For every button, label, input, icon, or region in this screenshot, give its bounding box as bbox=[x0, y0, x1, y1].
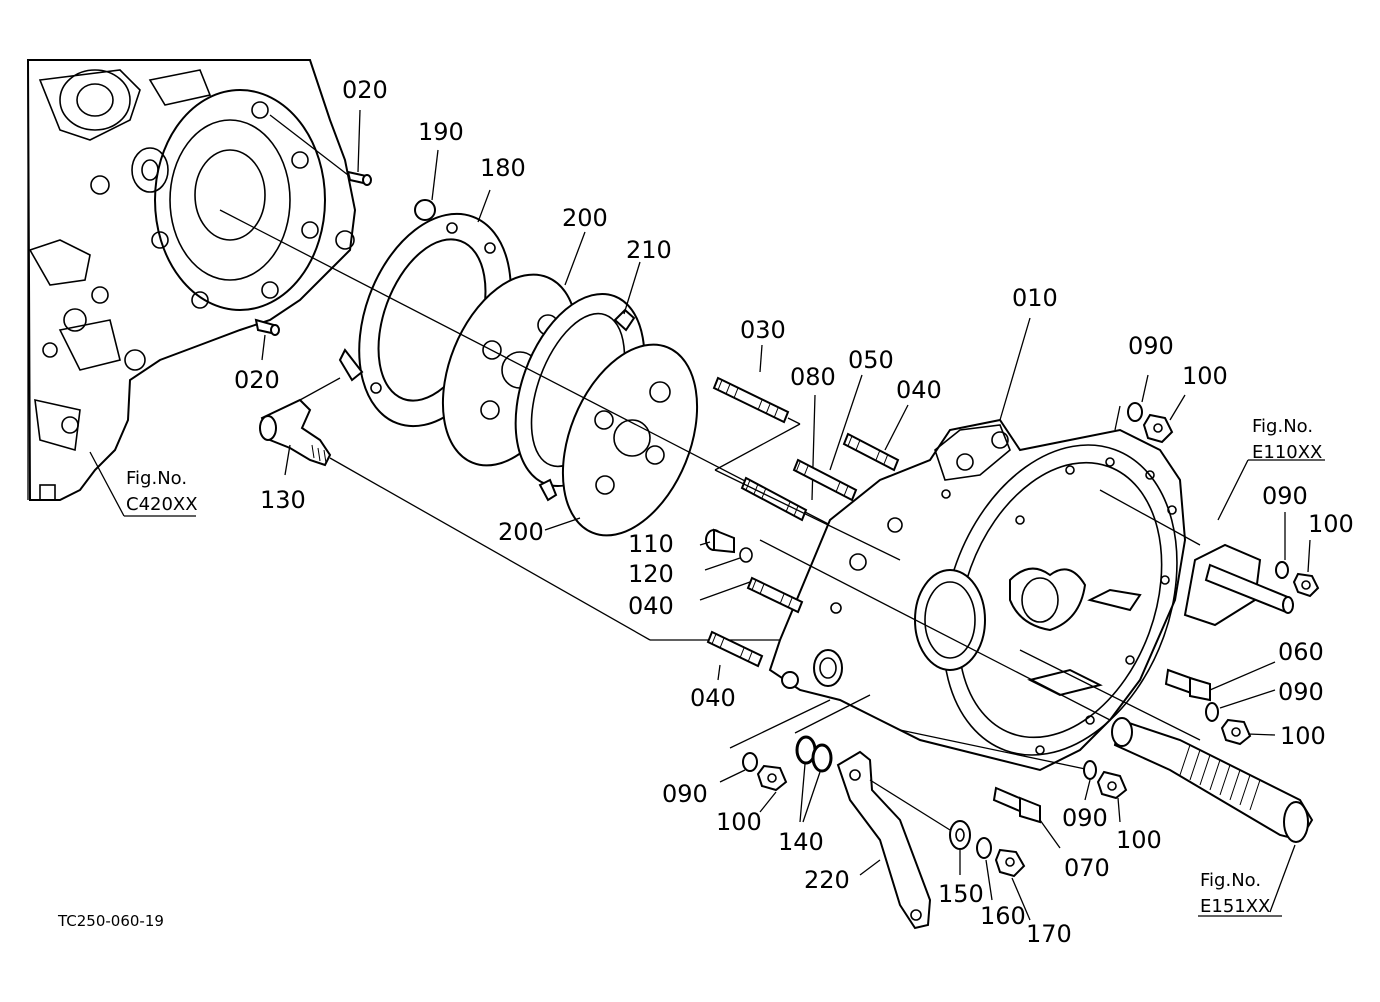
callout-100-left: 100 bbox=[716, 808, 762, 836]
fig-ref-e151-code: E151XX bbox=[1200, 896, 1270, 917]
pin-130 bbox=[259, 377, 780, 641]
fig-ref-e110-code: E110XX bbox=[1252, 442, 1322, 463]
engine-block bbox=[26, 59, 357, 501]
fig-ref-e151-title: Fig.No. bbox=[1200, 870, 1261, 891]
callout-090-right: 090 bbox=[1262, 482, 1308, 510]
drawing-code: TC250-060-19 bbox=[57, 912, 164, 930]
callout-090-top: 090 bbox=[1128, 332, 1174, 360]
shaft-e151 bbox=[1111, 717, 1314, 913]
callout-200-top: 200 bbox=[562, 204, 608, 232]
callout-010: 010 bbox=[1012, 284, 1058, 312]
fig-ref-c420-title: Fig.No. bbox=[126, 468, 187, 489]
fig-ref-e151[interactable]: Fig.No. E151XX bbox=[1198, 870, 1282, 917]
shaft-e110 bbox=[1183, 459, 1325, 627]
callout-090-mid: 090 bbox=[1278, 678, 1324, 706]
bolt-070 bbox=[992, 786, 1061, 849]
callout-070: 070 bbox=[1064, 854, 1110, 882]
stud-050 bbox=[792, 374, 863, 502]
nut-100-left bbox=[719, 752, 788, 813]
bolt-110 bbox=[699, 528, 753, 571]
ball-190 bbox=[414, 149, 439, 221]
callout-100-lower: 100 bbox=[1116, 826, 1162, 854]
callout-030: 030 bbox=[740, 316, 786, 344]
stud-030 bbox=[712, 344, 801, 471]
callout-040-top: 040 bbox=[896, 376, 942, 404]
callout-020-top: 020 bbox=[342, 76, 388, 104]
washer-160 bbox=[976, 837, 993, 901]
bolt-060 bbox=[1164, 661, 1276, 702]
nut-100-lower bbox=[1083, 760, 1128, 823]
callout-170: 170 bbox=[1026, 920, 1072, 948]
center-axis bbox=[219, 209, 841, 531]
disc-200-bottom bbox=[544, 343, 699, 537]
nut-170 bbox=[994, 848, 1031, 921]
washer-150 bbox=[949, 820, 971, 875]
nut-100-mid bbox=[1205, 689, 1276, 746]
callout-130: 130 bbox=[260, 486, 306, 514]
stud-040-bottom bbox=[706, 630, 764, 681]
housing-010 bbox=[714, 317, 1201, 772]
callout-120: 120 bbox=[628, 560, 674, 588]
callout-160: 160 bbox=[980, 902, 1026, 930]
nut-100-top bbox=[1127, 374, 1186, 444]
pin-020-bottom bbox=[254, 318, 280, 361]
fig-ref-c420[interactable]: Fig.No. C420XX bbox=[89, 451, 198, 517]
nut-100-right bbox=[1275, 512, 1320, 598]
pin-020-top bbox=[269, 109, 372, 186]
callout-090-lower: 090 bbox=[1062, 804, 1108, 832]
callout-040-bottom: 040 bbox=[690, 684, 736, 712]
callout-100-right: 100 bbox=[1308, 510, 1354, 538]
callout-080: 080 bbox=[790, 363, 836, 391]
callout-040-mid: 040 bbox=[628, 592, 674, 620]
fig-ref-c420-code: C420XX bbox=[126, 494, 198, 515]
stud-040-mid bbox=[699, 576, 804, 614]
callout-200-bottom: 200 bbox=[498, 518, 544, 546]
callout-labels: 020 190 180 200 210 020 030 080 050 040 … bbox=[234, 76, 1354, 948]
callout-190: 190 bbox=[418, 118, 464, 146]
callout-100-top: 100 bbox=[1182, 362, 1228, 390]
lever-220 bbox=[836, 750, 951, 930]
callout-110: 110 bbox=[628, 530, 674, 558]
callout-150: 150 bbox=[938, 880, 984, 908]
callout-090-left: 090 bbox=[662, 780, 708, 808]
o-ring-140 bbox=[795, 735, 833, 823]
callout-140: 140 bbox=[778, 828, 824, 856]
fig-ref-e110-title: Fig.No. bbox=[1252, 416, 1313, 437]
callout-180: 180 bbox=[480, 154, 526, 182]
callout-220: 220 bbox=[804, 866, 850, 894]
callout-210: 210 bbox=[626, 236, 672, 264]
callout-050: 050 bbox=[848, 346, 894, 374]
callout-020-bottom: 020 bbox=[234, 366, 280, 394]
callout-100-mid: 100 bbox=[1280, 722, 1326, 750]
stud-040-top bbox=[842, 404, 909, 472]
fig-ref-e110[interactable]: Fig.No. E110XX bbox=[1252, 416, 1322, 463]
callout-060: 060 bbox=[1278, 638, 1324, 666]
